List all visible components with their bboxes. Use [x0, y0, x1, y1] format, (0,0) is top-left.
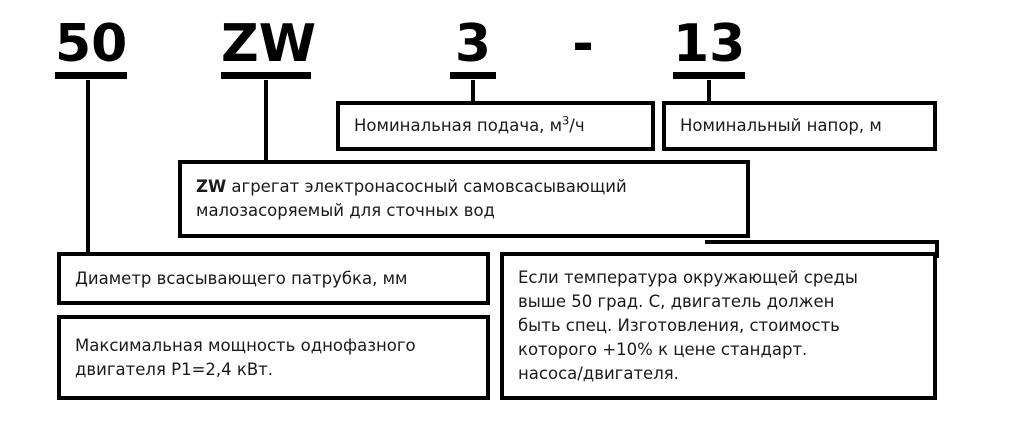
callout-temperature-note-line-2: выше 50 град. С, двигатель должен — [518, 292, 835, 312]
callout-series-description-text: ZW агрегат электронасосный самовсасывающ… — [182, 175, 746, 223]
code-token-series-text: ZW — [221, 14, 317, 74]
callout-series-description-body: агрегат электронасосный самовсасывающий … — [196, 177, 627, 220]
callout-nominal-head: Номинальный напор, м — [662, 101, 937, 151]
callout-temperature-note-line-5: насоса/двигателя. — [518, 363, 679, 383]
callout-temperature-note-text: Если температура окружающей среды выше 5… — [504, 266, 933, 386]
code-token-separator: - — [565, 18, 601, 70]
callout-motor-power-line-2: двигателя Р1=2,4 кВт. — [75, 359, 274, 379]
code-token-flow-rate: 3 — [450, 18, 496, 79]
callout-suction-diameter: Диаметр всасывающего патрубка, мм — [57, 252, 490, 305]
callout-nominal-flow-superscript: 3 — [562, 114, 570, 128]
callout-temperature-note: Если температура окружающей среды выше 5… — [500, 252, 937, 400]
leader-line-series-vertical — [264, 80, 268, 162]
code-token-separator-text: - — [572, 14, 594, 74]
leader-line-temperature-note-vertical — [935, 240, 939, 258]
code-underline-series — [221, 72, 311, 79]
leader-line-flow-vertical — [471, 80, 475, 103]
code-underline-head — [673, 72, 745, 79]
code-underline-suction-diameter — [55, 72, 127, 79]
callout-temperature-note-line-3: быть спец. Изготовления, стоимость — [518, 316, 840, 336]
code-token-suction-diameter-text: 50 — [55, 14, 128, 74]
callout-temperature-note-line-4: которого +10% к цене стандарт. — [518, 339, 808, 359]
code-token-flow-rate-text: 3 — [454, 14, 492, 74]
callout-nominal-flow: Номинальная подача, м3/ч — [336, 101, 655, 151]
callout-nominal-flow-suffix: /ч — [569, 116, 585, 136]
callout-series-bold-label: ZW — [196, 177, 227, 197]
code-underline-flow-rate — [450, 72, 496, 79]
callout-temperature-note-line-1: Если температура окружающей среды — [518, 268, 858, 288]
callout-nominal-flow-text: Номинальная подача, м3/ч — [340, 114, 651, 138]
code-token-series: ZW — [221, 14, 317, 79]
callout-suction-diameter-text: Диаметр всасывающего патрубка, мм — [75, 268, 408, 288]
code-token-head: 13 — [673, 18, 745, 79]
leader-line-suction-diameter-vertical — [86, 80, 90, 253]
callout-motor-power-text: Максимальная мощность однофазного двигат… — [61, 334, 486, 382]
code-token-suction-diameter: 50 — [55, 18, 127, 79]
leader-line-temperature-note-horizontal — [705, 240, 939, 244]
callout-series-description: ZW агрегат электронасосный самовсасывающ… — [178, 160, 750, 238]
code-token-head-text: 13 — [673, 14, 746, 74]
callout-motor-power-line-1: Максимальная мощность однофазного — [75, 335, 416, 355]
callout-nominal-flow-prefix: Номинальная подача, м — [354, 116, 563, 136]
callout-motor-power: Максимальная мощность однофазного двигат… — [57, 315, 490, 400]
callout-nominal-head-text: Номинальный напор, м — [680, 116, 882, 136]
leader-line-head-vertical — [707, 80, 711, 103]
